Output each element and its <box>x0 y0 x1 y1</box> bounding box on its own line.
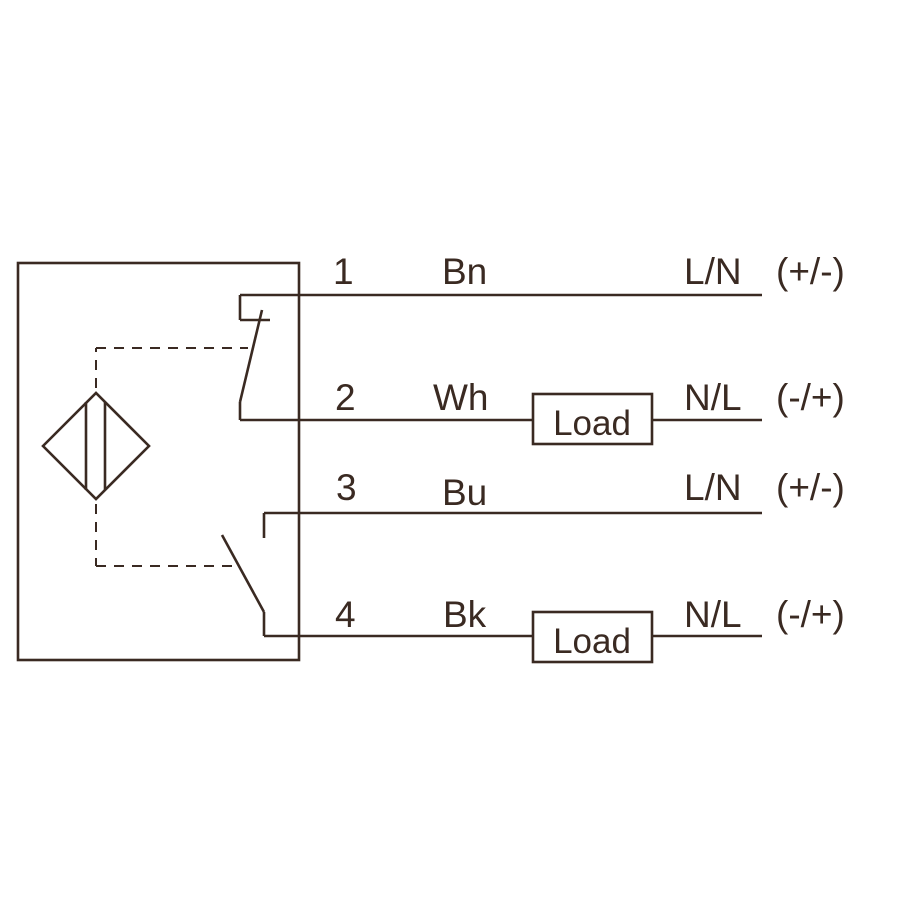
pin-4-label: 4 <box>335 594 356 635</box>
pin-2-label: 2 <box>335 377 356 418</box>
wire-3-color: Bu <box>442 472 487 513</box>
load-box-2 <box>531 392 654 446</box>
wire-4-color: Bk <box>443 594 487 635</box>
wire-4-polarity: (-/+) <box>776 594 845 635</box>
wire-2-color: Wh <box>433 377 489 418</box>
pin-3-label: 3 <box>336 467 357 508</box>
load-label-2: Load <box>553 404 631 443</box>
wire-4-terminal: N/L <box>684 594 742 635</box>
load-box-4 <box>531 610 654 664</box>
wire-3-polarity: (+/-) <box>776 467 845 508</box>
load-label-4: Load <box>553 622 631 661</box>
inductive-sensor-icon <box>41 347 248 567</box>
wire-1-polarity: (+/-) <box>776 251 845 292</box>
nc-contact-icon <box>238 295 270 420</box>
wire-3-terminal: L/N <box>684 467 742 508</box>
wire-2-terminal: N/L <box>684 377 742 418</box>
sensor-housing <box>16 261 301 662</box>
wire-2-polarity: (-/+) <box>776 377 845 418</box>
wire-1-terminal: L/N <box>684 251 742 292</box>
no-contact-icon <box>220 513 266 636</box>
wire-1-color: Bn <box>442 251 487 292</box>
pin-1-label: 1 <box>333 251 354 292</box>
